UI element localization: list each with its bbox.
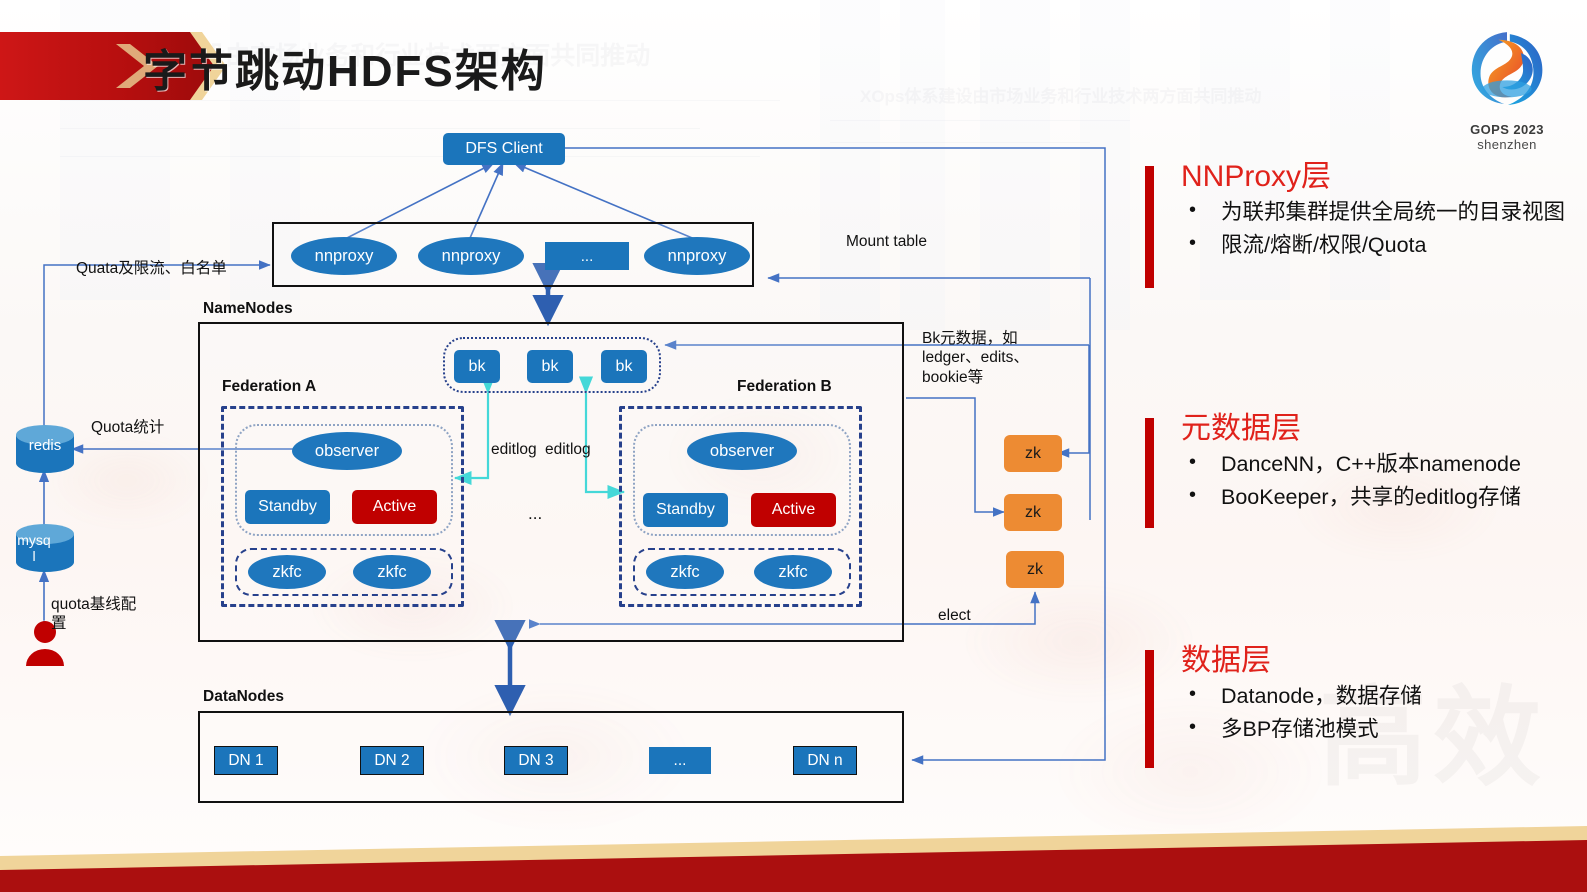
zkfc-label: zkfc <box>272 562 302 581</box>
federation-a-zkfc-2[interactable]: zkfc <box>353 555 431 589</box>
edge-label-elect: elect <box>938 607 971 624</box>
federation-b-box <box>619 406 862 607</box>
federation-b-standby[interactable]: Standby <box>643 493 728 527</box>
federation-b-observer[interactable]: observer <box>687 432 797 470</box>
standby-label: Standby <box>258 498 317 515</box>
panel-bullet: 多BP存储池模式 <box>1181 713 1575 745</box>
federation-a-zkfc-group <box>235 548 453 596</box>
datanode-ellipsis-label: ... <box>673 751 687 769</box>
nnproxy-node-3[interactable]: nnproxy <box>644 237 750 275</box>
federation-b-zkfc-group <box>633 548 851 596</box>
bk-label: bk <box>468 357 486 375</box>
bottom-band <box>0 826 1587 892</box>
page-title: 字节跳动HDFS架构 <box>143 47 547 96</box>
bk-label: bk <box>541 357 559 375</box>
panel-heading: NNProxy层 <box>1181 160 1332 193</box>
panel-bullet: Datanode，数据存储 <box>1181 679 1575 712</box>
federation-a-box <box>221 406 464 607</box>
edge-label-quota-stat: Quota统计 <box>91 419 165 436</box>
panel-metadata: 元数据层 DanceNN，C++版本namenode BooKeeper，共享的… <box>1145 412 1575 528</box>
zk-label: zk <box>1025 503 1041 521</box>
federation-a-zkfc-1[interactable]: zkfc <box>248 555 326 589</box>
datanode-label: DN 3 <box>518 751 554 769</box>
zk-node-3[interactable]: zk <box>1006 551 1064 588</box>
federation-a-standby[interactable]: Standby <box>245 490 330 524</box>
panel-bullet: 限流/熔断/权限/Quota <box>1181 229 1575 261</box>
nnproxy-node-1[interactable]: nnproxy <box>291 237 397 275</box>
observer-label: observer <box>314 441 380 460</box>
panel-bullet: 为联邦集群提供全局统一的目录视图 <box>1181 195 1575 228</box>
edge-label-quota-limit: Quata及限流、白名单 <box>76 260 227 277</box>
datanodes-label: DataNodes <box>203 688 284 705</box>
nnproxy-label: nnproxy <box>314 246 374 265</box>
gops-swirl-icon <box>1471 32 1543 105</box>
federation-b-zkfc-2[interactable]: zkfc <box>754 555 832 589</box>
active-label: Active <box>771 501 816 518</box>
zkfc-label: zkfc <box>377 562 407 581</box>
federation-gap-ellipsis: ... <box>528 504 543 523</box>
datanode-label: DN 1 <box>228 751 264 769</box>
zk-node-2[interactable]: zk <box>1004 494 1062 531</box>
bk-node-3[interactable]: bk <box>601 350 647 383</box>
datanode-ellipsis: ... <box>649 747 711 774</box>
datanode-n[interactable]: DN n <box>793 746 857 775</box>
active-label: Active <box>372 498 417 515</box>
nnproxy-label: nnproxy <box>667 246 727 265</box>
zk-node-1[interactable]: zk <box>1004 435 1062 472</box>
federation-a-title: Federation A <box>222 378 317 395</box>
panel-data: 数据层 Datanode，数据存储 多BP存储池模式 <box>1145 644 1575 768</box>
bookkeeper-group <box>443 337 661 393</box>
edge-label-editlog-left: editlog <box>491 441 537 458</box>
logo-name: GOPS 2023 <box>1470 122 1544 137</box>
datanode-3[interactable]: DN 3 <box>504 746 568 775</box>
federation-a-active[interactable]: Active <box>352 490 437 524</box>
datanode-2[interactable]: DN 2 <box>360 746 424 775</box>
mysql-label: mysq l <box>17 532 51 565</box>
mysql-store[interactable]: mysq l <box>14 524 76 577</box>
federation-b-title: Federation B <box>737 378 832 395</box>
panel-nnproxy: NNProxy层 为联邦集群提供全局统一的目录视图 限流/熔断/权限/Quota <box>1145 160 1575 288</box>
zkfc-label: zkfc <box>670 562 700 581</box>
nnproxy-ellipsis: ... <box>545 242 629 270</box>
user-icon <box>23 620 67 671</box>
dfs-client-label: DFS Client <box>465 140 543 157</box>
panel-bullet: BooKeeper，共享的editlog存储 <box>1181 481 1575 513</box>
federation-b-zkfc-1[interactable]: zkfc <box>646 555 724 589</box>
ghost-title-secondary: XOps体系建设由市场业务和行业技术两方面共同推动 <box>860 87 1262 106</box>
panel-heading: 元数据层 <box>1181 412 1301 445</box>
federation-b-nn-group <box>633 424 851 536</box>
gops-logo: GOPS 2023 shenzhen <box>1451 24 1563 152</box>
zkfc-label: zkfc <box>778 562 808 581</box>
nnproxy-ellipsis-label: ... <box>580 247 594 265</box>
bk-node-1[interactable]: bk <box>454 350 500 383</box>
nnproxy-label: nnproxy <box>441 246 501 265</box>
title-banner <box>0 30 226 102</box>
redis-store[interactable]: redis <box>14 425 76 478</box>
logo-city: shenzhen <box>1477 137 1537 152</box>
dfs-client-node[interactable]: DFS Client <box>443 133 565 165</box>
redis-label: redis <box>28 437 62 454</box>
bk-label: bk <box>615 357 633 375</box>
bk-node-2[interactable]: bk <box>527 350 573 383</box>
observer-label: observer <box>709 441 775 460</box>
nnproxy-node-2[interactable]: nnproxy <box>418 237 524 275</box>
edge-label-bk-meta: Bk元数据，如ledger、edits、bookie等 <box>922 330 1029 386</box>
datanode-label: DN n <box>807 751 843 769</box>
edge-label-quota-baseline: quota基线配置 <box>51 596 137 633</box>
zk-label: zk <box>1025 444 1041 462</box>
zk-label: zk <box>1027 560 1043 578</box>
federation-a-observer[interactable]: observer <box>292 432 402 470</box>
standby-label: Standby <box>656 501 715 518</box>
datanode-label: DN 2 <box>374 751 410 769</box>
edge-label-mount-table: Mount table <box>846 233 927 250</box>
panel-heading: 数据层 <box>1181 644 1271 677</box>
datanode-1[interactable]: DN 1 <box>214 746 278 775</box>
panel-bullet: DanceNN，C++版本namenode <box>1181 447 1575 480</box>
edge-label-editlog-right: editlog <box>545 441 591 458</box>
namenodes-label: NameNodes <box>203 300 293 317</box>
federation-a-nn-group <box>235 424 453 536</box>
federation-b-active[interactable]: Active <box>751 493 836 527</box>
